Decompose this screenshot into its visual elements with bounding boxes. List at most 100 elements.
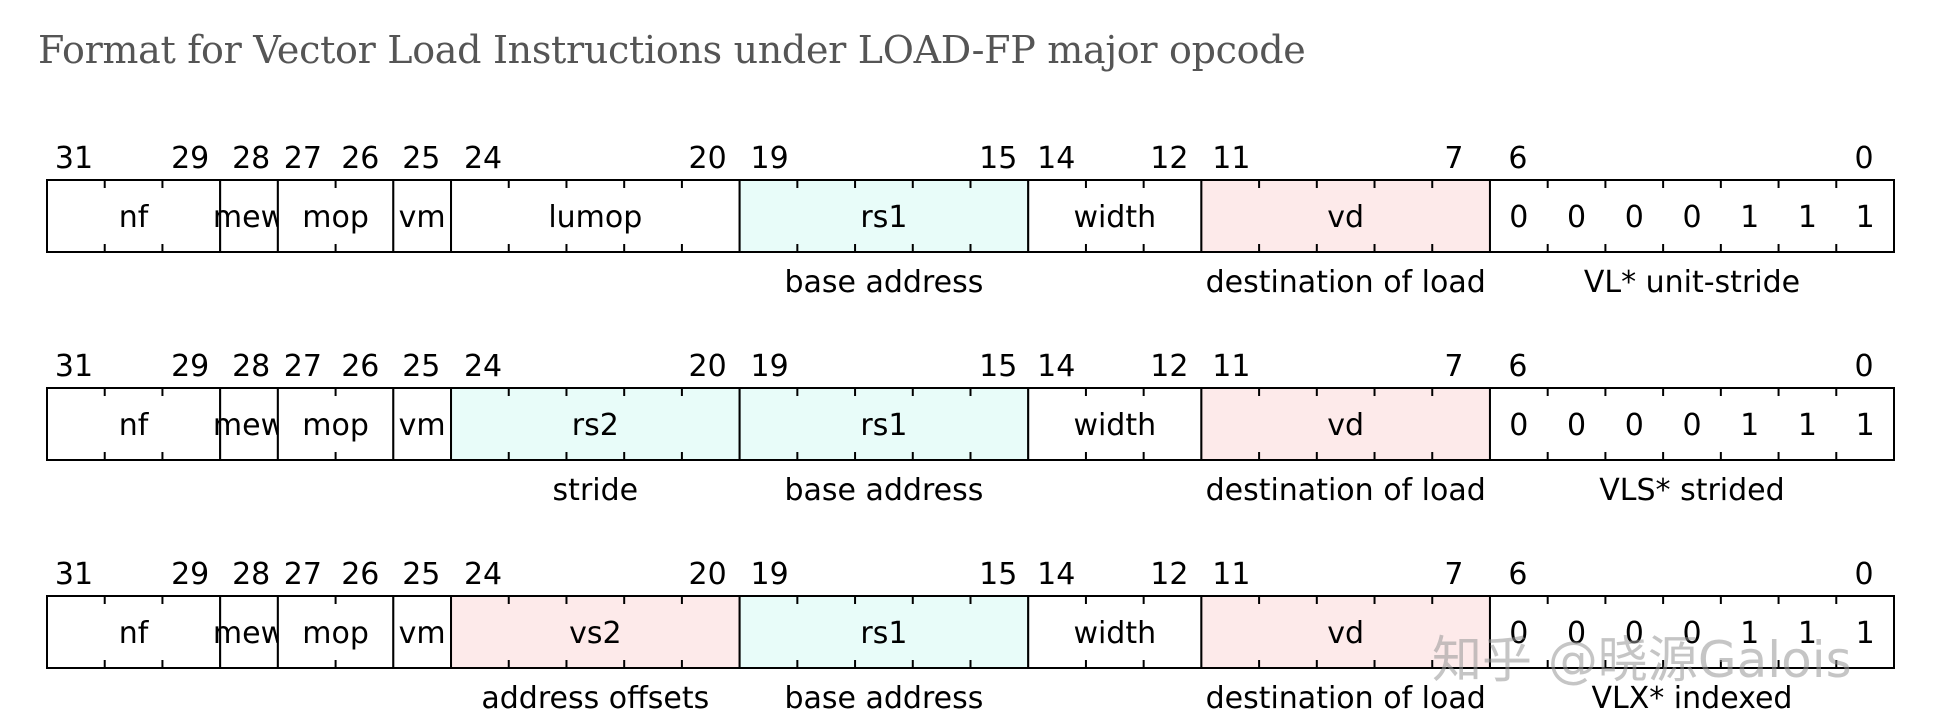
- bit-number-label: 26: [341, 349, 379, 384]
- opcode-note: VLS* strided: [1599, 473, 1784, 508]
- bit-number-label: 28: [232, 557, 270, 592]
- bit-number-label: 26: [341, 557, 379, 592]
- bit-number-label: 0: [1854, 349, 1873, 384]
- opcode-bit: 0: [1625, 408, 1644, 443]
- field-box-width: [1027, 179, 1203, 253]
- field-box-rs1: [738, 179, 1030, 253]
- bit-number-label: 27: [284, 557, 322, 592]
- field-label-vm: vm: [399, 200, 446, 235]
- bit-number-label: 7: [1444, 349, 1463, 384]
- bit-number-label: 15: [979, 141, 1017, 176]
- bit-number-label: 12: [1150, 349, 1188, 384]
- bit-number-label: 31: [55, 141, 93, 176]
- opcode-bit: 0: [1682, 616, 1701, 651]
- field-note-rs1: base address: [784, 681, 983, 716]
- bit-number-label: 25: [402, 349, 440, 384]
- bit-number-label: 14: [1037, 141, 1075, 176]
- opcode-bit: 0: [1682, 408, 1701, 443]
- field-note-rs1: base address: [784, 265, 983, 300]
- opcode-bit: 0: [1509, 616, 1528, 651]
- field-note-vd: destination of load: [1206, 681, 1486, 716]
- bit-number-label: 0: [1854, 141, 1873, 176]
- bit-number-label: 20: [689, 557, 727, 592]
- field-label-vm: vm: [399, 408, 446, 443]
- field-label-nf: nf: [119, 200, 150, 235]
- bit-number-label: 11: [1212, 141, 1250, 176]
- opcode-bit: 1: [1856, 616, 1875, 651]
- field-label-mew: mew: [213, 408, 285, 443]
- bit-number-label: 25: [402, 557, 440, 592]
- opcode-note: VLX* indexed: [1591, 681, 1792, 716]
- bit-number-label: 24: [464, 141, 502, 176]
- field-label-width: width: [1073, 200, 1156, 235]
- opcode-bit: 1: [1740, 616, 1759, 651]
- bit-number-label: 27: [284, 349, 322, 384]
- opcode-bit: 1: [1798, 200, 1817, 235]
- field-label-lumop: lumop: [548, 200, 642, 235]
- bit-number-label: 15: [979, 557, 1017, 592]
- opcode-bit: 1: [1856, 408, 1875, 443]
- bit-number-label: 24: [464, 349, 502, 384]
- opcode-note: VL* unit-stride: [1584, 265, 1800, 300]
- field-label-mop: mop: [302, 408, 369, 443]
- bit-number-label: 6: [1508, 557, 1527, 592]
- bit-number-label: 29: [171, 141, 209, 176]
- field-box-vs2: [450, 595, 741, 669]
- field-label-mew: mew: [213, 616, 285, 651]
- field-box-rs2: [450, 387, 741, 461]
- field-label-vm: vm: [399, 616, 446, 651]
- bit-number-label: 11: [1212, 349, 1250, 384]
- field-box-width: [1027, 387, 1203, 461]
- field-box-lumop: [450, 179, 741, 253]
- field-label-mew: mew: [213, 200, 285, 235]
- opcode-box: [1488, 387, 1895, 461]
- field-note-rs2: stride: [553, 473, 639, 508]
- bit-number-label: 28: [232, 349, 270, 384]
- field-label-rs1: rs1: [860, 200, 907, 235]
- opcode-bit: 1: [1740, 408, 1759, 443]
- bit-number-label: 31: [55, 349, 93, 384]
- field-box-rs1: [738, 387, 1030, 461]
- field-box-nf: [46, 387, 222, 461]
- bit-number-label: 20: [689, 349, 727, 384]
- field-label-vd: vd: [1327, 200, 1364, 235]
- bit-number-label: 14: [1037, 349, 1075, 384]
- bit-number-label: 12: [1150, 141, 1188, 176]
- bit-number-label: 26: [341, 141, 379, 176]
- opcode-bit: 0: [1625, 616, 1644, 651]
- field-label-vd: vd: [1327, 616, 1364, 651]
- bit-number-label: 6: [1508, 349, 1527, 384]
- field-box-vm: [392, 179, 453, 253]
- field-box-vm: [392, 387, 453, 461]
- field-label-mop: mop: [302, 616, 369, 651]
- bit-number-label: 27: [284, 141, 322, 176]
- bit-number-label: 12: [1150, 557, 1188, 592]
- bit-number-label: 7: [1444, 557, 1463, 592]
- bit-number-label: 11: [1212, 557, 1250, 592]
- bit-number-label: 25: [402, 141, 440, 176]
- field-label-rs1: rs1: [860, 616, 907, 651]
- field-box-rs1: [738, 595, 1030, 669]
- field-label-width: width: [1073, 616, 1156, 651]
- bit-number-label: 14: [1037, 557, 1075, 592]
- field-label-rs2: rs2: [572, 408, 619, 443]
- field-label-nf: nf: [119, 408, 150, 443]
- opcode-bit: 0: [1567, 200, 1586, 235]
- field-label-mop: mop: [302, 200, 369, 235]
- field-label-vd: vd: [1327, 408, 1364, 443]
- field-label-nf: nf: [119, 616, 150, 651]
- field-box-vd: [1200, 179, 1491, 253]
- field-note-vs2: address offsets: [481, 681, 709, 716]
- opcode-bit: 0: [1625, 200, 1644, 235]
- opcode-bit: 0: [1509, 200, 1528, 235]
- bit-number-label: 7: [1444, 141, 1463, 176]
- opcode-bit: 0: [1509, 408, 1528, 443]
- bit-number-label: 0: [1854, 557, 1873, 592]
- bit-number-label: 24: [464, 557, 502, 592]
- bit-number-label: 15: [979, 349, 1017, 384]
- opcode-box: [1488, 595, 1895, 669]
- field-label-width: width: [1073, 408, 1156, 443]
- field-box-mew: [219, 179, 279, 253]
- field-box-nf: [46, 179, 222, 253]
